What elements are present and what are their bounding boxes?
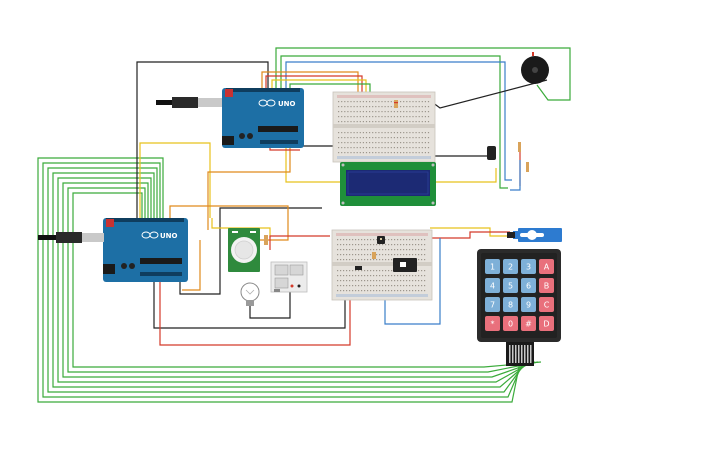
keypad-key[interactable] <box>539 297 554 312</box>
keypad-pin <box>518 345 520 363</box>
blue-wires <box>384 160 521 325</box>
keypad-key-label: # <box>525 320 532 329</box>
transistor-icon <box>377 236 385 244</box>
resistor-bottom <box>355 252 376 270</box>
keypad-key[interactable] <box>521 297 536 312</box>
keypad-key-label: 6 <box>526 282 531 291</box>
keypad-key-label: 9 <box>526 301 531 310</box>
keypad-key[interactable] <box>521 278 536 293</box>
keypad-key[interactable] <box>485 316 500 331</box>
yellow-wires <box>139 142 508 238</box>
pir-sensor-icon <box>228 228 260 272</box>
arduino-uno-top: UNO <box>222 88 304 148</box>
ir-receiver-icon <box>487 146 496 160</box>
servo-motor-icon <box>507 228 562 242</box>
arduino-infinity-icon <box>141 231 159 239</box>
keypad-key[interactable] <box>539 259 554 274</box>
keypad-wire-bundle <box>37 157 542 403</box>
lcd-16x2-display <box>340 162 436 206</box>
keypad-key[interactable] <box>539 278 554 293</box>
keypad-key-label: C <box>544 301 550 310</box>
keypad-key[interactable] <box>503 278 518 293</box>
keypad-pin <box>515 345 517 363</box>
keypad-key-label: 0 <box>508 320 513 329</box>
keypad-key[interactable] <box>521 316 536 331</box>
arduino-uno-bottom: UNO <box>103 218 188 282</box>
keypad-key[interactable] <box>521 259 536 274</box>
keypad-key-label: 8 <box>508 301 513 310</box>
keypad-pin <box>524 345 526 363</box>
buzzer-wires <box>275 47 571 189</box>
relay-module <box>393 258 417 272</box>
arduino-brand-label: UNO <box>160 232 178 240</box>
keypad-4x4: 1 2 3 A 4 5 6 B 7 8 9 C * 0 # D <box>477 249 561 366</box>
keypad-key-label: 4 <box>490 282 495 291</box>
keypad-key-label: * <box>491 320 495 329</box>
usb-cable-icon <box>156 97 222 108</box>
keypad-pin <box>527 345 529 363</box>
keypad-key[interactable] <box>485 297 500 312</box>
resistor-right <box>518 142 529 172</box>
keypad-key-label: 3 <box>526 263 531 272</box>
keypad-key[interactable] <box>485 278 500 293</box>
keypad-key-label: A <box>544 263 550 272</box>
resistor-top <box>394 100 398 108</box>
keypad-pin <box>509 345 511 363</box>
resistor-relay <box>264 235 268 245</box>
keypad-key[interactable] <box>539 316 554 331</box>
keypad-key-label: B <box>544 282 550 291</box>
keypad-key-label: D <box>543 320 549 329</box>
keypad-key-label: 2 <box>508 263 513 272</box>
keypad-key[interactable] <box>503 316 518 331</box>
keypad-pin <box>530 345 532 363</box>
keypad-pin <box>512 345 514 363</box>
keypad-key-label: 5 <box>508 282 513 291</box>
keypad-key-label: 7 <box>490 301 495 310</box>
keypad-key[interactable] <box>485 259 500 274</box>
light-bulb-icon <box>240 282 260 306</box>
keypad-key[interactable] <box>503 297 518 312</box>
breadboard-top <box>332 91 436 163</box>
arduino-infinity-icon <box>258 99 276 107</box>
arduino-brand-label: UNO <box>278 100 296 108</box>
keypad-key[interactable] <box>503 259 518 274</box>
keypad-key-label: 1 <box>490 263 495 272</box>
piezo-buzzer-icon <box>521 52 549 84</box>
relay-module-icon <box>270 261 308 293</box>
keypad-pin <box>521 345 523 363</box>
usb-cable-icon <box>38 232 104 243</box>
